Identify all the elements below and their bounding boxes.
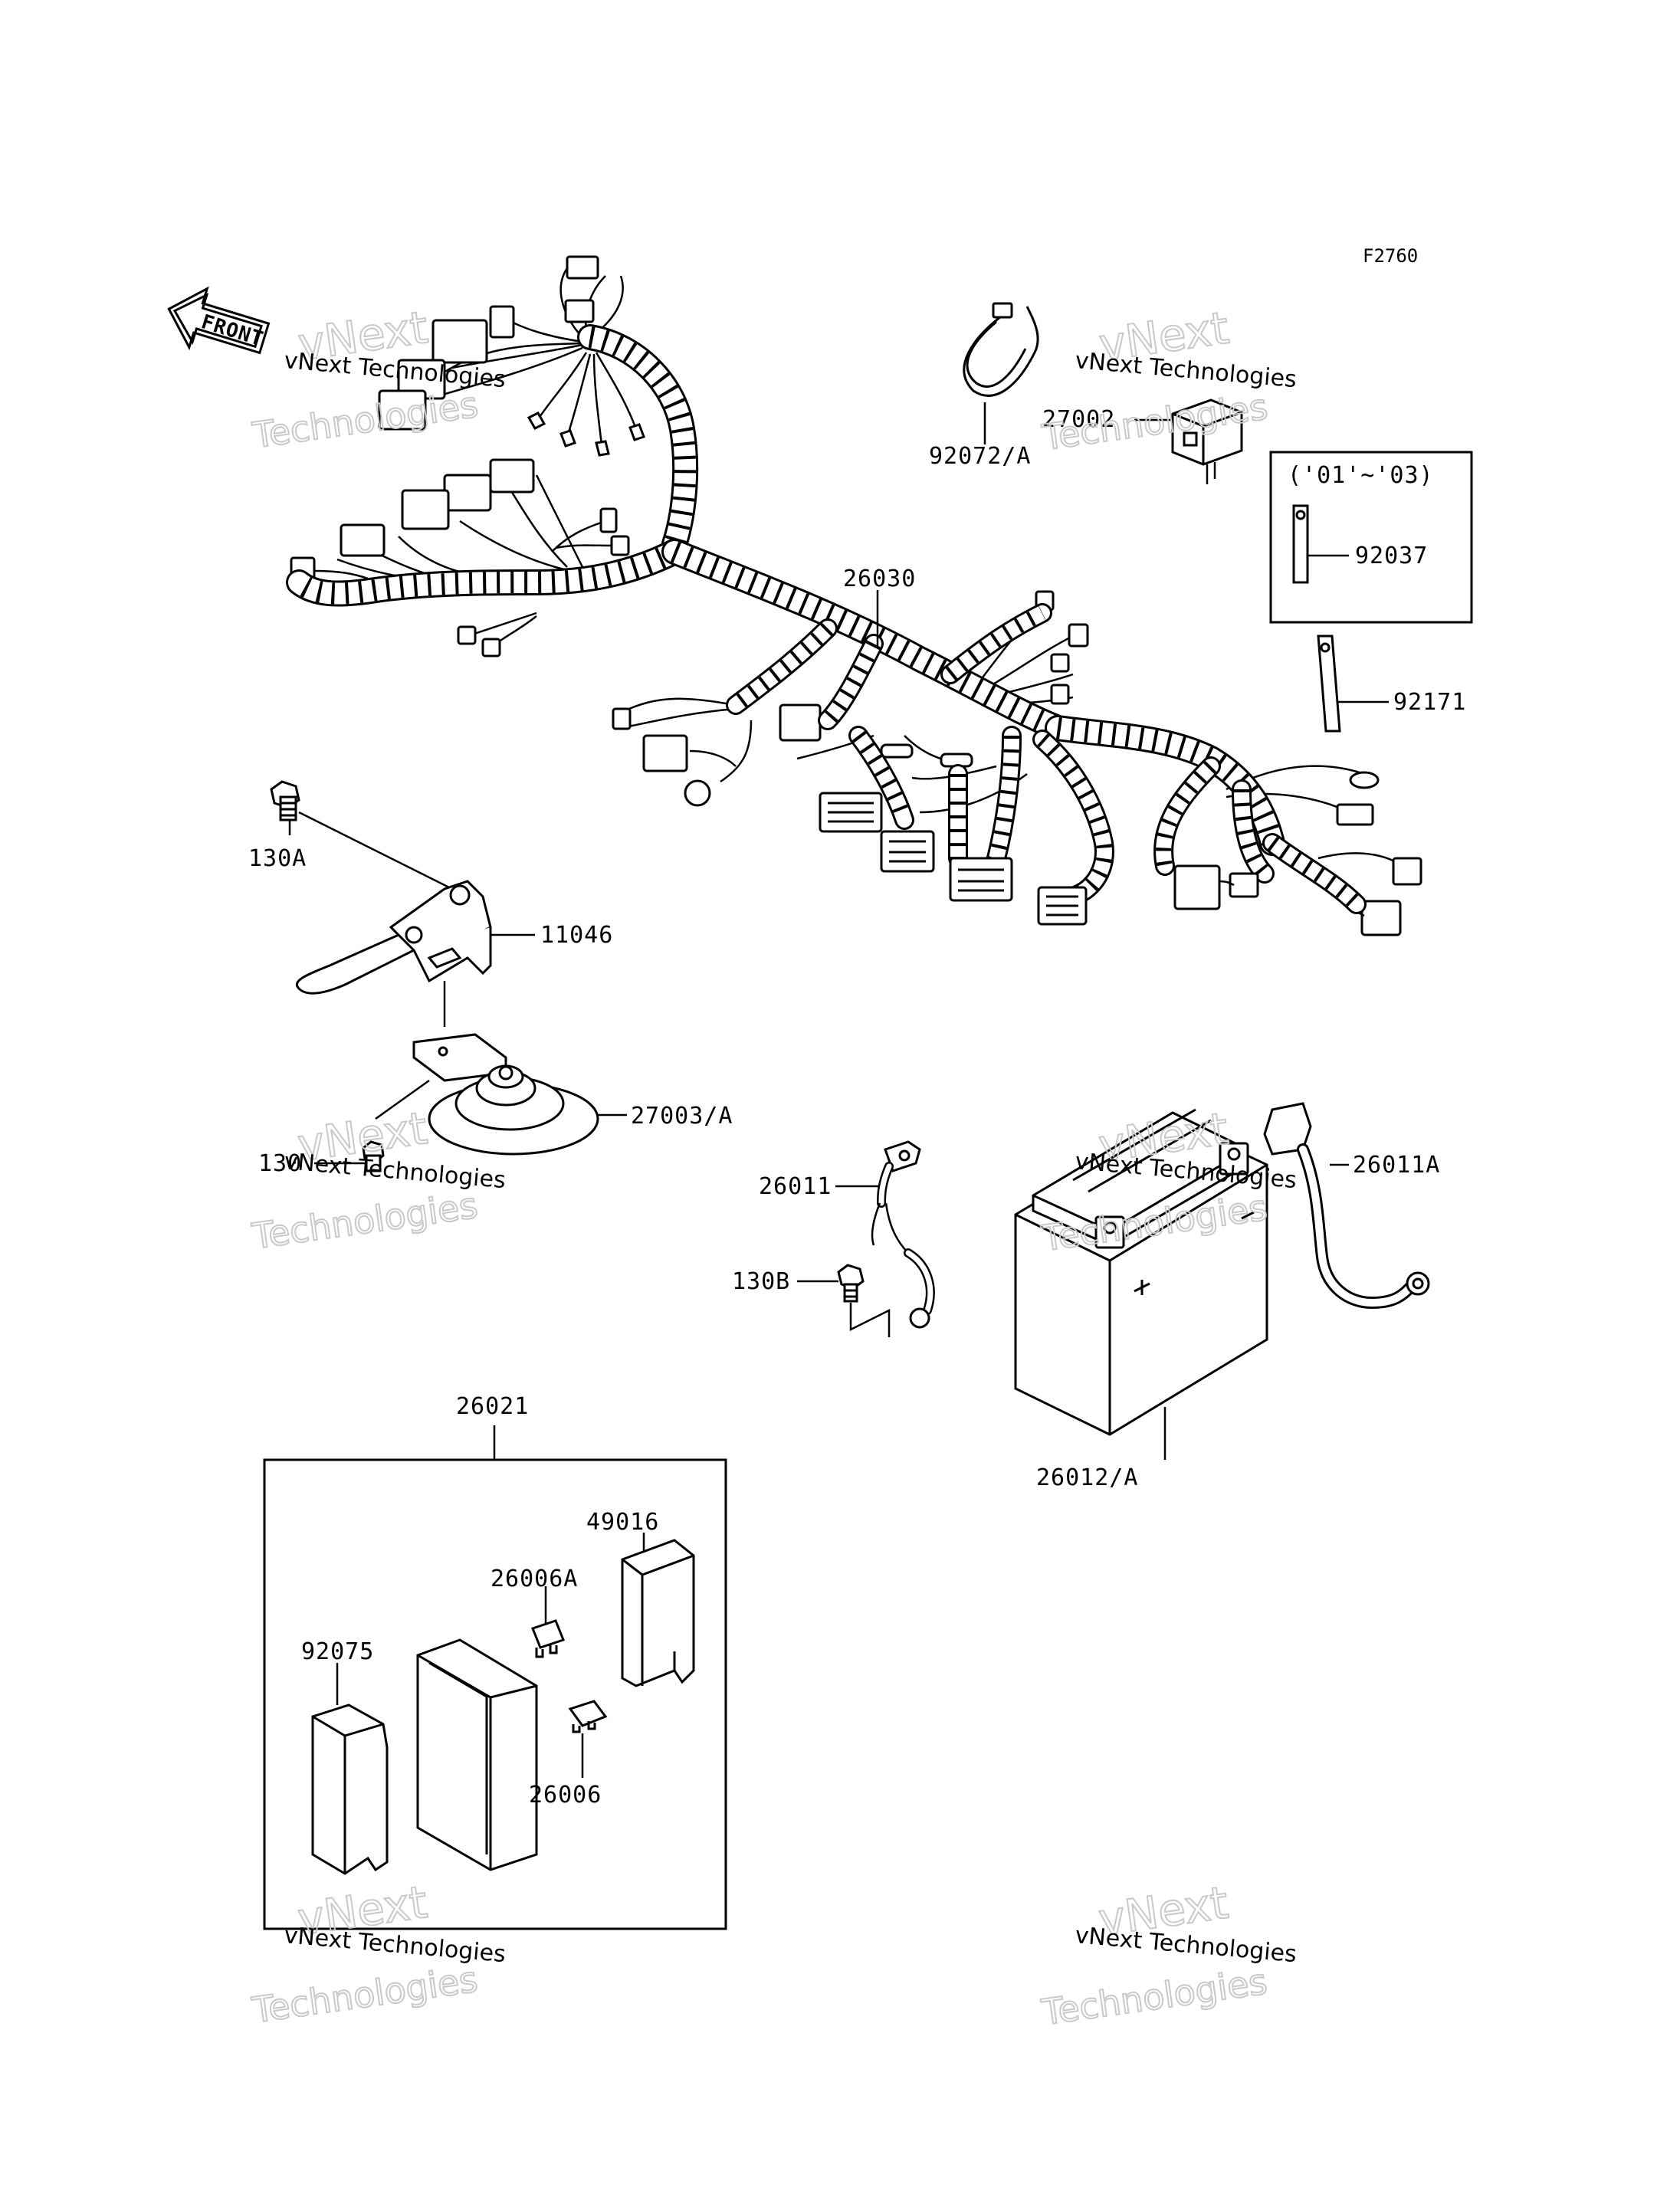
part-label-26006: 26006 [529,1782,602,1808]
battery-cable-26011a [1263,1102,1430,1309]
ground-cable-26011 [835,1140,935,1329]
part-label-26011: 26011 [759,1173,832,1200]
year-note-box: ('01'~'03) [1269,451,1473,624]
part-label-26012a: 26012/A [1036,1464,1138,1491]
harness-left-connectors [290,458,630,657]
part-label-92075: 92075 [301,1638,374,1665]
part-label-92171: 92171 [1393,689,1466,716]
fuse-box-group-26021 [263,1425,727,1930]
part-label-11046: 11046 [540,922,613,949]
part-label-92037: 92037 [1355,543,1428,569]
battery-26012a [1014,1108,1268,1460]
part-label-130a: 130A [248,845,307,872]
svg-text:Technologies: Technologies [1039,1960,1269,2033]
bolt-130a [270,780,453,890]
svg-text:Technologies: Technologies [250,384,481,457]
part-label-27003a: 27003/A [631,1103,733,1130]
part-label-130: 130 [258,1150,302,1177]
part-label-92072a: 92072/A [929,443,1031,470]
cable-tie-92072a [963,302,1039,444]
front-arrow-icon: FRONT [167,286,271,355]
relay-27002 [1134,398,1243,484]
part-label-26030: 26030 [843,566,916,592]
part-label-27002: 27002 [1042,406,1115,433]
part-label-26021: 26021 [456,1393,529,1420]
part-label-49016: 49016 [586,1509,659,1536]
part-labels: 92072/A 27002 92037 26030 92171 130A 110… [248,406,1466,1808]
part-label-26006a: 26006A [491,1566,578,1592]
svg-text:Technologies: Technologies [249,1959,480,2031]
part-label-26011a: 26011A [1353,1152,1440,1179]
horn-27003a [314,1033,627,1172]
bracket-11046 [296,880,535,1027]
strap-92171 [1317,635,1389,733]
part-label-130b: 130B [732,1268,790,1295]
harness-top-wires [378,255,645,457]
main-wiring-harness [286,255,1422,936]
figure-code: F2760 [1363,245,1418,267]
bolt-130b [797,1264,891,1337]
svg-text:Technologies: Technologies [249,1185,480,1258]
year-range-note: ('01'~'03) [1288,462,1434,489]
